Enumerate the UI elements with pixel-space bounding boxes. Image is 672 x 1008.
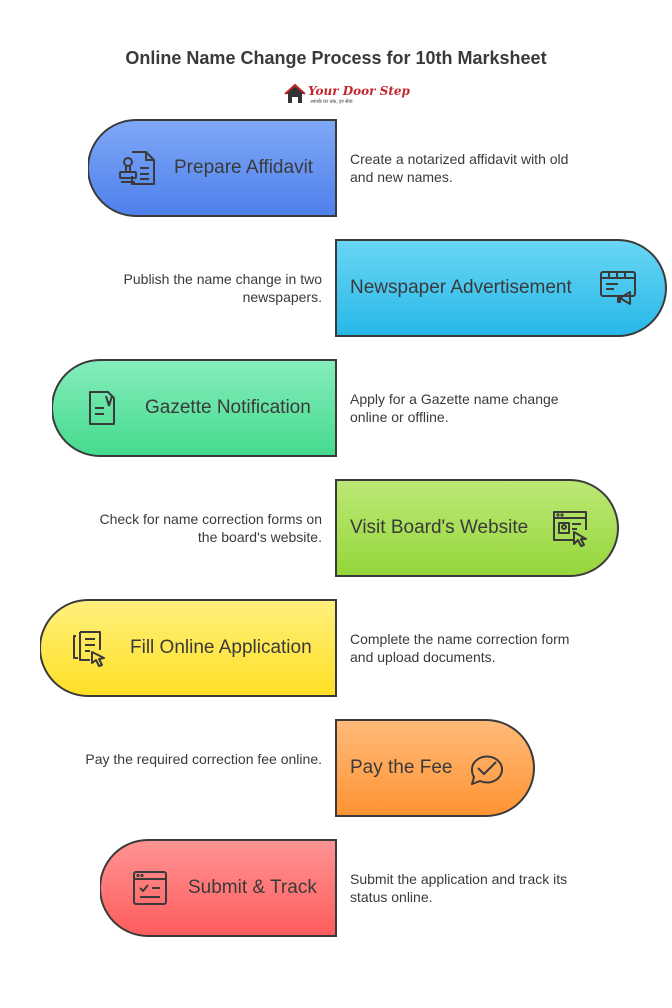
step-3-description: Apply for a Gazette name change online o… [350,391,559,425]
step-4-shape [335,479,619,577]
payment-check-icon [470,755,503,785]
step-5-description: Complete the name correction form and up… [350,631,570,665]
step-2-shape [335,239,667,337]
step-2-label: Newspaper Advertisement [350,277,572,298]
step-1-description: Create a notarized affidavit with old an… [350,151,569,185]
step-4-label: Visit Board's Website [350,517,529,538]
billboard-megaphone-icon [600,271,636,305]
house-icon [284,83,306,103]
stamp-document-icon [119,151,155,185]
step-2-description: Publish the name change in two newspaper… [123,271,322,305]
document-notification-icon [89,391,115,425]
logo-name: Your Door Step [308,84,410,98]
checklist-window-icon [133,871,167,905]
logo-tagline: आपके घर तक, हर सेवा [310,99,353,105]
brand-logo: Your Door Step आपके घर तक, हर सेवा [284,82,410,108]
step-7-description: Submit the application and track its sta… [350,871,568,905]
page-title: Online Name Change Process for 10th Mark… [125,48,547,68]
step-6-label: Pay the Fee [350,757,453,778]
step-7-label: Submit & Track [188,877,317,898]
step-6-description: Pay the required correction fee online. [85,751,322,767]
step-6-shape [335,719,535,817]
step-1-label: Prepare Affidavit [174,157,314,178]
step-5-shape [40,599,337,697]
step-3-label: Gazette Notification [145,397,311,418]
step-4-description: Check for name correction forms on the b… [99,511,322,545]
step-5-label: Fill Online Application [130,637,312,658]
step-1-shape [88,119,337,217]
step-3-shape [52,359,337,457]
step-7-shape [100,839,337,937]
form-cursor-icon [73,631,105,667]
website-click-icon [553,511,587,547]
